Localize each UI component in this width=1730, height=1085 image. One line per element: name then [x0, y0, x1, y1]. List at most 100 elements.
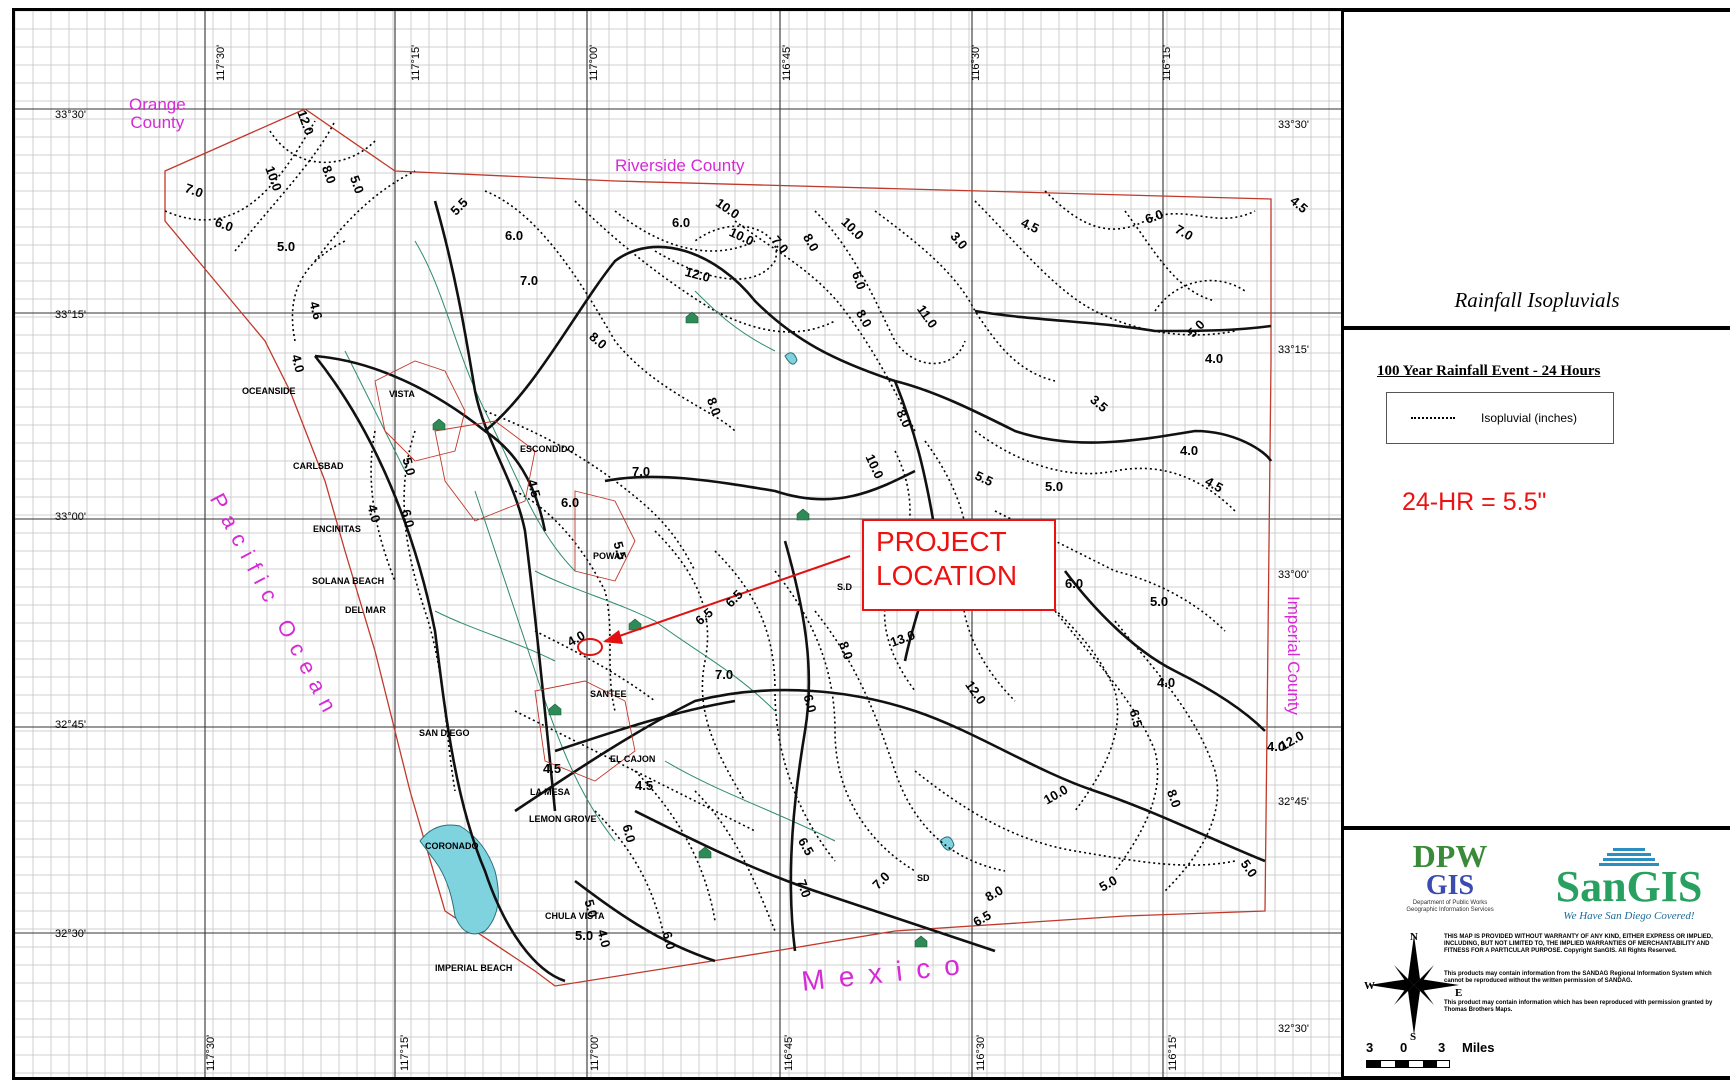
- fine-grid: [15, 11, 1341, 1077]
- grid-lines: [15, 11, 1341, 1077]
- isopluvial-contour: [914, 770, 1236, 866]
- city-label: LEMON GROVE: [529, 814, 597, 824]
- city-label: DEL MAR: [345, 605, 386, 615]
- isopluvial-contour: [1124, 210, 1216, 302]
- isopluvial-contour: [291, 240, 346, 342]
- isopluvial-contour: [883, 450, 916, 692]
- highway: [314, 354, 547, 532]
- panel-divider: [1344, 826, 1730, 830]
- gauge-station-marker: [698, 846, 712, 859]
- north-arrow-compass-icon: N S W E: [1364, 931, 1462, 1040]
- map-frame[interactable]: 33°30' 33°15' 33°00' 32°45' 32°30' 33°30…: [12, 8, 1344, 1080]
- lat-label-right: 33°15': [1278, 344, 1309, 356]
- sangis-globe-icon: [1599, 848, 1659, 866]
- gauge-station-marker: [914, 935, 928, 948]
- isopluvial-contour: [1054, 610, 1159, 872]
- isopluvial-contour: [694, 790, 776, 932]
- dpw-logo-subtitle: Department of Public Works Geographic In…: [1406, 900, 1494, 913]
- scale-unit: Miles: [1462, 1040, 1495, 1055]
- isopluvial-contour: [714, 550, 836, 862]
- imperial-county-label: Imperial County: [1284, 596, 1303, 716]
- project-location-label: PROJECT LOCATION: [876, 526, 1018, 591]
- isopluvial-label: 5.0: [277, 239, 296, 254]
- isopluvial-contour: [370, 430, 396, 582]
- dpw-gis-logo: DPW GIS Department of Public Works Geogr…: [1400, 840, 1500, 914]
- isopluvial-contour: [654, 225, 778, 280]
- disclaimer-warranty: THIS MAP IS PROVIDED WITHOUT WARRANTY OF…: [1444, 934, 1713, 954]
- city-label: VISTA: [389, 389, 415, 399]
- isopluvial-label: 5.0: [1150, 594, 1169, 609]
- city-label: IMPERIAL BEACH: [435, 963, 513, 973]
- lon-label-bottom: 116°45': [783, 1034, 795, 1071]
- highway: [554, 699, 736, 753]
- stream-line: [534, 570, 776, 712]
- highway: [514, 688, 1266, 863]
- isopluvial-label: 4.0: [1267, 739, 1286, 754]
- city-label: POWAY: [593, 551, 626, 561]
- lon-label-top: 117°00': [588, 44, 600, 81]
- isopluvial-label: 6.0: [672, 215, 691, 230]
- highway: [634, 809, 996, 953]
- isopluvial-contour: [814, 210, 966, 365]
- city-label: EL CAJON: [610, 754, 656, 764]
- isopluvial-label: 4.5: [543, 761, 562, 776]
- isopluvial-label: 5.0: [1045, 479, 1064, 494]
- lat-label-left: 32°30': [55, 928, 86, 940]
- compass-w: W: [1364, 980, 1375, 992]
- highway: [484, 245, 896, 433]
- isopluvial-label: 7.0: [632, 464, 651, 479]
- gauge-station-marker: [685, 311, 699, 324]
- panel-divider: [1344, 8, 1730, 12]
- city-label: OCEANSIDE: [242, 386, 296, 396]
- isopluvial-contour: [574, 200, 836, 333]
- lon-label-top: 116°15': [1161, 44, 1173, 81]
- gauge-station-marker: [548, 703, 562, 716]
- isopluvial-contour: [1154, 279, 1246, 312]
- highway: [313, 355, 566, 983]
- isopluvial-label: 6.0: [561, 495, 580, 510]
- lon-label-bottom: 117°00': [589, 1034, 601, 1071]
- sangis-logo-text: SanGIS: [1555, 862, 1703, 911]
- isopluvial-label: 5.0: [575, 928, 594, 943]
- isopluvial-contour: [514, 490, 616, 712]
- highway: [1063, 570, 1266, 732]
- legend-panel: Rainfall Isopluvials 100 Year Rainfall E…: [1344, 8, 1730, 1080]
- city-limit: [574, 490, 636, 582]
- gauge-station-marker: [796, 508, 810, 521]
- sangis-logo: SanGIS We Have San Diego Covered!: [1544, 846, 1714, 922]
- stream-line: [344, 350, 406, 472]
- highway: [604, 469, 916, 501]
- lon-label-bottom: 116°30': [975, 1034, 987, 1071]
- event-title: 100 Year Rainfall Event - 24 Hours: [1377, 363, 1601, 379]
- city-label: SANTEE: [590, 689, 627, 699]
- isopluvial-label: 4.0: [1205, 351, 1224, 366]
- isopluvial-contour: [269, 130, 376, 164]
- city-label: SD: [917, 873, 930, 883]
- stream-line: [664, 760, 836, 842]
- highway: [894, 379, 1273, 462]
- lon-label-bottom: 117°30': [205, 1034, 217, 1071]
- county-boundary: [164, 108, 1272, 987]
- gis-logo-text: GIS: [1425, 870, 1475, 901]
- isopluvial-contour: [974, 430, 1236, 512]
- highway: [574, 879, 716, 963]
- isopluvial-contour: [654, 530, 746, 802]
- scale-label-right: 3: [1438, 1040, 1446, 1055]
- dpw-logo-text: DPW: [1412, 838, 1488, 874]
- isopluvial-label: 6.0: [505, 228, 524, 243]
- lon-label-top: 117°15': [410, 44, 422, 81]
- isopluvial-label: 4.5: [635, 778, 654, 793]
- city-label: ESCONDIDO: [520, 444, 575, 454]
- lat-label-right: 33°00': [1278, 569, 1309, 581]
- stream-line: [474, 490, 616, 842]
- isopluvial-label: 7.0: [715, 667, 734, 682]
- project-location-callout[interactable]: PROJECT LOCATION: [862, 519, 1056, 611]
- riverside-county-label: Riverside County: [615, 156, 745, 175]
- city-label: S.D: [837, 582, 853, 592]
- stream-line: [434, 610, 556, 662]
- city-label: SOLANA BEACH: [312, 576, 385, 586]
- highway: [433, 200, 557, 812]
- lake: [939, 836, 955, 851]
- legend-label: Isopluvial (inches): [1481, 411, 1578, 425]
- isopluvial-line-symbol: [1411, 417, 1455, 419]
